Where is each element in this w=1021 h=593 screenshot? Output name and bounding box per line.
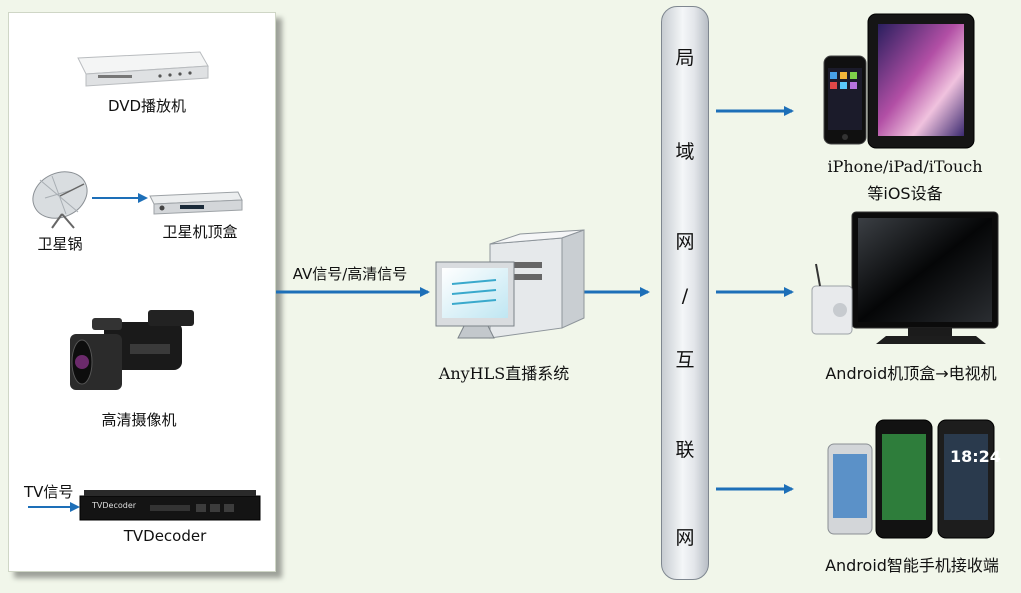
ios-devices-icon xyxy=(823,13,975,149)
ios-label-line2: 等iOS设备 xyxy=(867,184,943,203)
tv-decoder-icon xyxy=(79,490,261,521)
svg-text:18:24: 18:24 xyxy=(950,447,1001,466)
network-char: 网 xyxy=(675,231,695,253)
dvd-player-icon xyxy=(77,51,209,87)
server-computer-icon xyxy=(435,229,585,339)
set-top-box-label: 卫星机顶盒 xyxy=(162,223,238,241)
dvd-player-label: DVD播放机 xyxy=(107,97,187,115)
set-top-box-icon xyxy=(149,191,243,215)
source-panel xyxy=(8,12,276,572)
satellite-dish-label: 卫星锅 xyxy=(37,235,83,253)
signal-label: AV信号/高清信号 xyxy=(292,265,408,283)
network-char: 网 xyxy=(675,527,695,549)
ios-label-line1: iPhone/iPad/iTouch xyxy=(827,157,983,176)
network-char: 联 xyxy=(675,439,695,461)
server-label: AnyHLS直播系统 xyxy=(438,364,570,383)
network-char: / xyxy=(681,285,689,307)
network-char: 局 xyxy=(675,47,695,69)
android-tv-label: Android机顶盒→电视机 xyxy=(825,364,997,383)
network-char: 互 xyxy=(675,349,695,371)
network-char: 域 xyxy=(675,141,695,163)
satellite-dish-icon xyxy=(32,171,88,229)
tv-decoder-label: TVDecoder xyxy=(123,527,207,545)
camcorder-icon xyxy=(70,310,194,390)
tv-decoder-front-text: TVDecoder xyxy=(92,501,137,510)
android-phones-icon: 18:24 xyxy=(827,419,1001,539)
network-bar: 局 域 网 / 互 联 网 xyxy=(661,6,709,580)
camcorder-label: 高清摄像机 xyxy=(101,411,177,429)
android-phones-label: Android智能手机接收端 xyxy=(825,556,999,575)
tv-signal-label: TV信号 xyxy=(24,483,74,501)
android-tv-icon xyxy=(811,211,999,344)
